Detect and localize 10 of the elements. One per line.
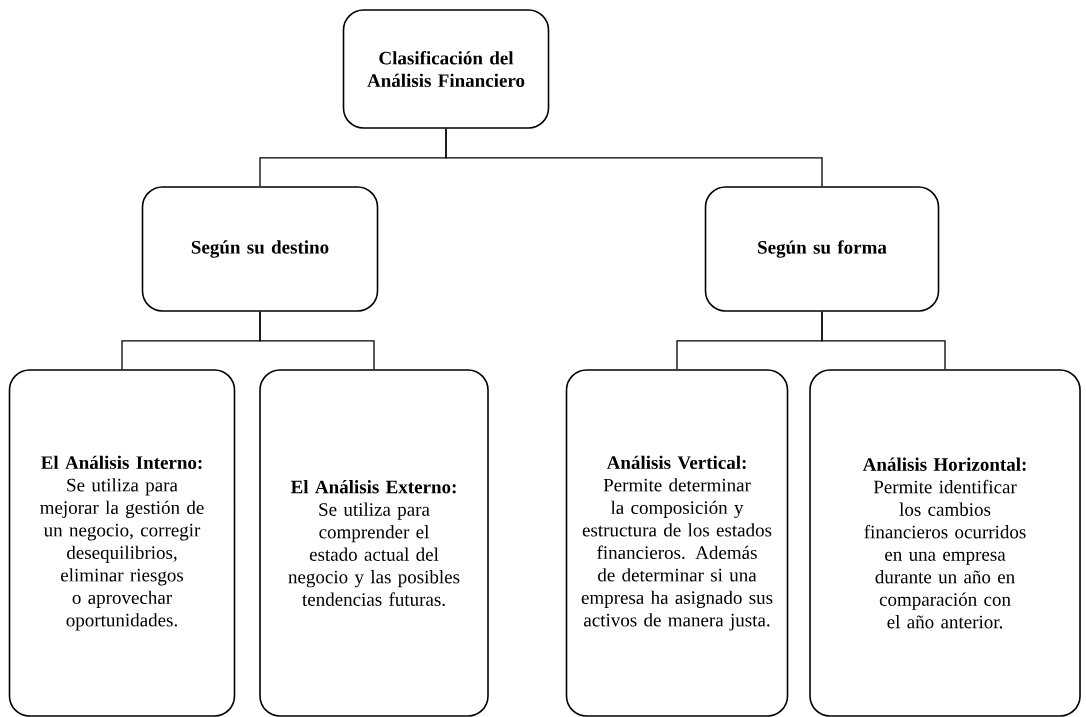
- rounded-box: Según su destino: [141, 186, 379, 312]
- connector-line: [821, 311, 946, 370]
- connector-line: [445, 128, 823, 187]
- rounded-box: Según su forma: [704, 186, 940, 312]
- rounded-box: Análisis Vertical: Permite determinar la composición y estructura de los estados financieros. Además de determinar si una empresa ha asignado sus activos de manera justa.: [565, 369, 789, 717]
- rounded-box: Análisis Horizontal: Permite identificar los cambios financieros ocurridos en una empresa durante un año en comparación con el año anterior.: [809, 369, 1081, 717]
- rounded-box: El Análisis Interno: Se utiliza para mejorar la gestión de un negocio, corregir desequilibrios, eliminar riesgos o aprovechar oportunidades.: [8, 369, 236, 717]
- connector-line: [259, 311, 375, 370]
- rounded-box: El Análisis Externo: Se utiliza para comprender el estado actual del negocio y las posibles tendencias futuras.: [259, 369, 489, 717]
- rounded-box: Clasificación del Análisis Financiero: [342, 9, 550, 129]
